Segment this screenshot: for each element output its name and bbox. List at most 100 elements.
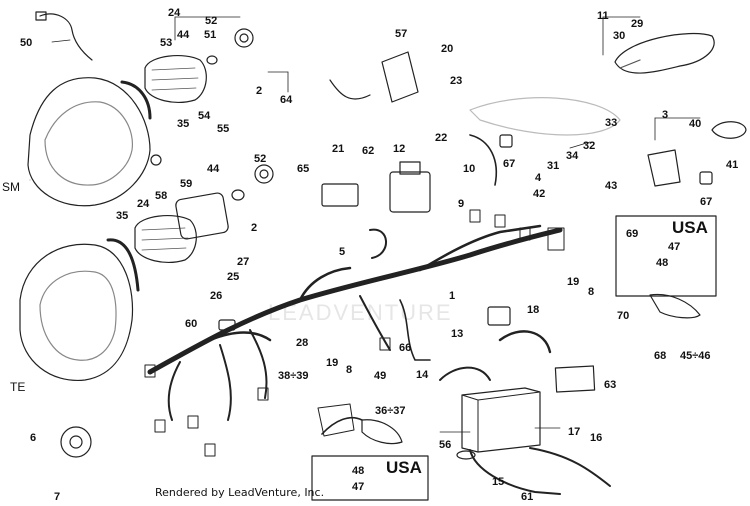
- callout: 62: [362, 145, 375, 157]
- callout: 16: [590, 432, 603, 444]
- callout: 18: [527, 304, 540, 316]
- callout: 23: [450, 75, 463, 87]
- callout: 9: [458, 198, 465, 210]
- callout: 11: [597, 10, 609, 22]
- plate-bracket: [647, 149, 681, 187]
- callout: 12: [393, 143, 406, 155]
- grommet-67b: [699, 171, 713, 185]
- callout: 15: [492, 476, 505, 488]
- callout: 4: [535, 172, 542, 184]
- sm-fairing-outline: [27, 77, 151, 207]
- callout: 7: [54, 491, 61, 503]
- callout: 56: [439, 439, 452, 451]
- callout: 52: [254, 153, 267, 165]
- callout: 44: [207, 163, 220, 175]
- headlight-lower: [134, 215, 197, 263]
- callout: 47: [352, 481, 365, 493]
- callout: 24: [168, 7, 181, 19]
- callout: 60: [185, 318, 198, 330]
- label-sm: SM: [2, 180, 20, 194]
- callout: 8: [588, 286, 595, 298]
- te-fairing-inner: [39, 270, 117, 361]
- grommet-67: [499, 134, 513, 148]
- main-harness: [147, 227, 563, 375]
- callout: 27: [237, 256, 250, 268]
- callout: 19: [326, 357, 339, 369]
- callout: 68: [654, 350, 667, 362]
- callout: 49: [374, 370, 387, 382]
- bulb-socket-lower: [254, 164, 274, 184]
- callout: 45÷46: [680, 350, 711, 362]
- callout: 64: [280, 94, 293, 106]
- callout: 70: [617, 310, 630, 322]
- bulb-upper: [206, 55, 218, 65]
- callout: 21: [332, 143, 345, 155]
- callout: 36÷37: [375, 405, 406, 417]
- callout: 41: [726, 159, 739, 171]
- callout: 43: [605, 180, 618, 192]
- callout: 51: [204, 29, 217, 41]
- callout: 26: [210, 290, 223, 302]
- sensor-cable: [39, 13, 93, 61]
- callout: 17: [568, 426, 581, 438]
- callout: 30: [613, 30, 626, 42]
- headlight-trim-upper: [120, 80, 152, 120]
- callout: 57: [395, 28, 408, 40]
- callout: 6: [30, 432, 37, 444]
- callout: 66: [399, 342, 412, 354]
- callout: 19: [567, 276, 580, 288]
- callout: 59: [180, 178, 193, 190]
- callout: 42: [533, 188, 546, 200]
- seat-outline: [469, 97, 621, 136]
- callout: 28: [296, 337, 309, 349]
- callout: 53: [160, 37, 173, 49]
- rubber-cap: [456, 450, 476, 460]
- wire-66: [399, 299, 431, 361]
- turn-signal-front: [361, 419, 403, 445]
- wire-loop-5: [369, 228, 387, 259]
- headlight-trim-lower: [106, 238, 140, 292]
- tail-light: [614, 32, 715, 74]
- battery: [461, 387, 541, 453]
- callout: 8: [346, 364, 353, 376]
- callout: 24: [137, 198, 150, 210]
- callout: 40: [689, 118, 702, 130]
- callout: 50: [20, 37, 33, 49]
- callout: 67: [503, 158, 516, 170]
- callout: 63: [604, 379, 617, 391]
- callout: 22: [435, 132, 448, 144]
- cable-16: [529, 447, 611, 487]
- watermark-text: LEADVENTURE: [268, 300, 453, 325]
- callout: 32: [583, 140, 596, 152]
- callout: 69: [626, 228, 639, 240]
- te-fairing-outline: [19, 243, 134, 382]
- signal-bracket: [317, 403, 355, 437]
- fuse-box: [389, 171, 431, 213]
- callout: 1: [449, 290, 456, 302]
- clamp-60: [218, 319, 236, 331]
- callout: 58: [155, 190, 168, 202]
- callout: 2: [251, 222, 258, 234]
- callout: 29: [631, 18, 644, 30]
- callout: 13: [451, 328, 464, 340]
- callout: 47: [668, 241, 681, 253]
- callout: 3: [662, 109, 669, 121]
- control-module: [381, 51, 419, 103]
- bulb-lower: [231, 189, 245, 201]
- usa-box-upper: [615, 215, 717, 297]
- wire-22: [469, 134, 497, 186]
- callout: 34: [566, 150, 579, 162]
- callout: 33: [605, 117, 618, 129]
- callout: 20: [441, 43, 454, 55]
- callout: 61: [521, 491, 534, 503]
- plate-light: [711, 121, 747, 139]
- callout: 35: [116, 210, 129, 222]
- usa-box-lower: [311, 455, 429, 501]
- relay-18: [487, 306, 511, 326]
- bulb-socket-upper: [234, 28, 254, 48]
- sm-fairing-inner: [44, 101, 134, 186]
- callout: 25: [227, 271, 240, 283]
- regulator: [321, 183, 359, 207]
